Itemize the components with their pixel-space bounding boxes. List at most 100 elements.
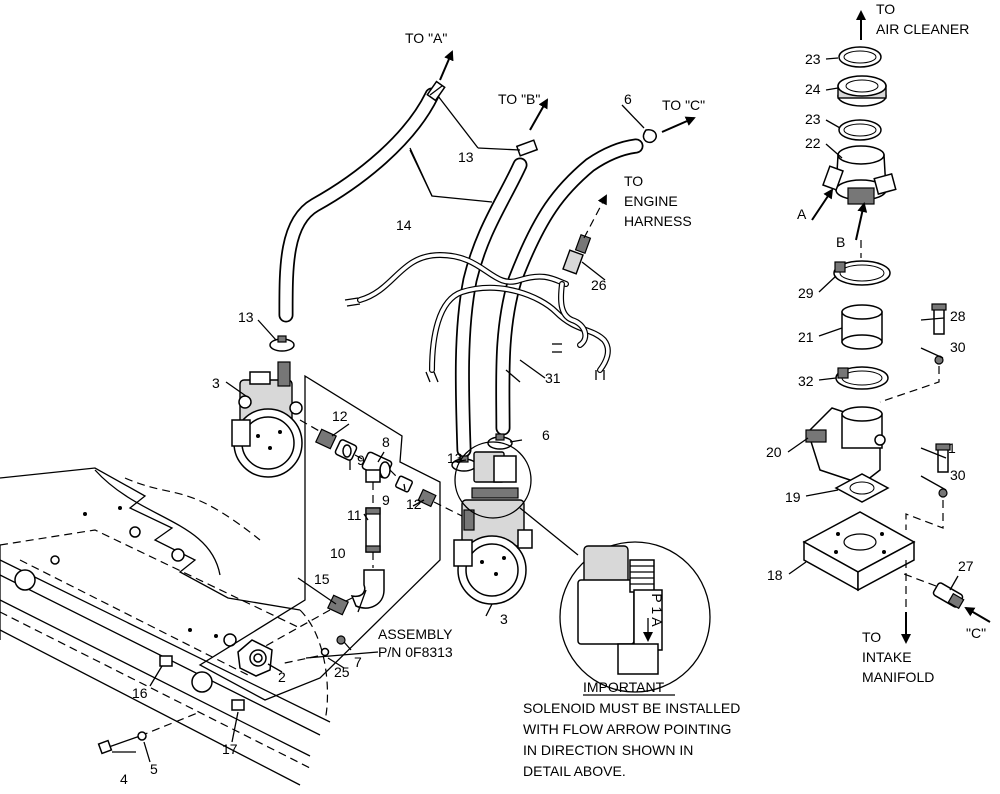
label-to-air-cleaner-2: AIR CLEANER — [876, 21, 969, 37]
important-note: IMPORTANT SOLENOID MUST BE INSTALLED WIT… — [523, 679, 740, 779]
part-number: 11 — [347, 507, 362, 523]
arrow-to-a — [439, 50, 454, 81]
fitting-9-left — [334, 439, 358, 461]
part-number: 13 — [238, 309, 254, 325]
fuel-solenoid-regulator — [453, 451, 533, 605]
part-number: 20 — [766, 444, 782, 460]
label-to-a: TO "A" — [405, 30, 447, 46]
part-number: 6 — [624, 91, 632, 107]
part-number: 31 — [545, 370, 561, 386]
label-to-engine-harness-1: TO — [624, 173, 643, 189]
part-number: 12 — [332, 408, 348, 424]
hose-14-left — [278, 87, 440, 323]
part-number: 17 — [222, 741, 238, 757]
tee-8 — [361, 451, 393, 483]
part-number: 3 — [500, 611, 508, 627]
part-number: 2 — [278, 669, 286, 685]
label-letter-a: A — [797, 206, 807, 222]
part-number: 19 — [785, 489, 801, 505]
part-number: 28 — [950, 308, 966, 324]
coupler-21 — [841, 304, 883, 350]
part-number: 29 — [798, 285, 814, 301]
part-number: 26 — [591, 277, 607, 293]
frame-rail — [0, 467, 331, 786]
fitting-27-path — [903, 573, 937, 587]
hose-clamp-13-left — [269, 335, 295, 352]
clamp-32 — [835, 366, 889, 390]
detail-source-circle — [454, 441, 532, 519]
assembly-outline — [198, 374, 441, 701]
part-number: 23 — [805, 111, 821, 127]
part-number: 30 — [950, 467, 966, 483]
assembly-label-2: P/N 0F8313 — [378, 644, 453, 660]
flange-2 — [237, 639, 273, 677]
part-number: 24 — [805, 81, 821, 97]
part-number: 6 — [542, 427, 550, 443]
hose-31 — [495, 138, 644, 436]
adapter-plate-18 — [802, 511, 916, 592]
pipe-nipple-11 — [365, 507, 381, 553]
leader-lines — [112, 57, 959, 763]
label-letter-b: B — [836, 234, 845, 250]
important-line-3: IN DIRECTION SHOWN IN — [523, 742, 693, 758]
part-number: 21 — [798, 329, 814, 345]
hose-clamp-6-top — [642, 129, 657, 144]
mixer-body-22 — [822, 145, 897, 205]
part-number: 13 — [447, 450, 463, 466]
fittings-chain — [237, 419, 471, 677]
label-to-intake-1: TO — [862, 629, 881, 645]
part-number: 12 — [406, 496, 422, 512]
frame-bolt — [97, 711, 201, 755]
part-number: 15 — [314, 571, 330, 587]
part-number: 32 — [798, 373, 814, 389]
part-number: 9 — [357, 452, 365, 468]
label-to-air-cleaner-1: TO — [876, 1, 895, 17]
part-number: 14 — [396, 217, 412, 233]
harness-connector-arrow — [583, 194, 607, 239]
wiring-harness — [344, 234, 611, 383]
part-number: 1 — [948, 440, 956, 456]
bolt-28-path — [879, 366, 940, 403]
gasket-19 — [834, 473, 890, 503]
part-number: 7 — [354, 654, 362, 670]
bolt-1 — [935, 443, 951, 473]
bolt-1-path — [905, 500, 944, 530]
part-number: 13 — [458, 149, 474, 165]
part-number: 10 — [330, 545, 346, 561]
arrow-c — [964, 606, 991, 623]
arrow-a — [811, 188, 834, 221]
label-to-intake-2: INTAKE — [862, 649, 912, 665]
throttle-body-20 — [805, 406, 886, 485]
part-number: 4 — [120, 771, 128, 787]
important-line-1: SOLENOID MUST BE INSTALLED — [523, 700, 740, 716]
important-line-4: DETAIL ABOVE. — [523, 763, 626, 779]
arrow-to-b — [529, 98, 548, 131]
part-number: 18 — [767, 567, 783, 583]
part-number: 8 — [382, 434, 390, 450]
nipple-12-left — [314, 428, 338, 450]
detail-leader — [519, 507, 579, 556]
washer-25 — [320, 647, 330, 657]
o-ring-23-bottom — [838, 119, 882, 141]
label-to-engine-harness-2: ENGINE — [624, 193, 678, 209]
label-to-b: TO "B" — [498, 91, 540, 107]
part-number: 3 — [212, 375, 220, 391]
fitting-27 — [932, 582, 965, 610]
assembly-label-1: ASSEMBLY — [378, 626, 453, 642]
part-number: 22 — [805, 135, 821, 151]
part-number: 27 — [958, 558, 974, 574]
important-line-2: WITH FLOW ARROW POINTING — [523, 721, 731, 737]
hose-clamp-13-mid — [515, 139, 539, 157]
o-ring-23-top — [838, 46, 882, 68]
part-number: 25 — [334, 664, 350, 680]
elbow-10 — [350, 569, 385, 609]
label-letter-c: "C" — [966, 625, 986, 641]
clamp-29 — [833, 260, 891, 286]
lock-washer — [137, 731, 147, 741]
arrow-to-c — [661, 116, 696, 133]
nipple-12-right — [417, 488, 437, 508]
part-number-labels: 1 2 3 3 4 5 6 6 7 8 9 9 11 10 12 12 13 1… — [120, 51, 974, 787]
label-to-engine-harness-3: HARNESS — [624, 213, 692, 229]
